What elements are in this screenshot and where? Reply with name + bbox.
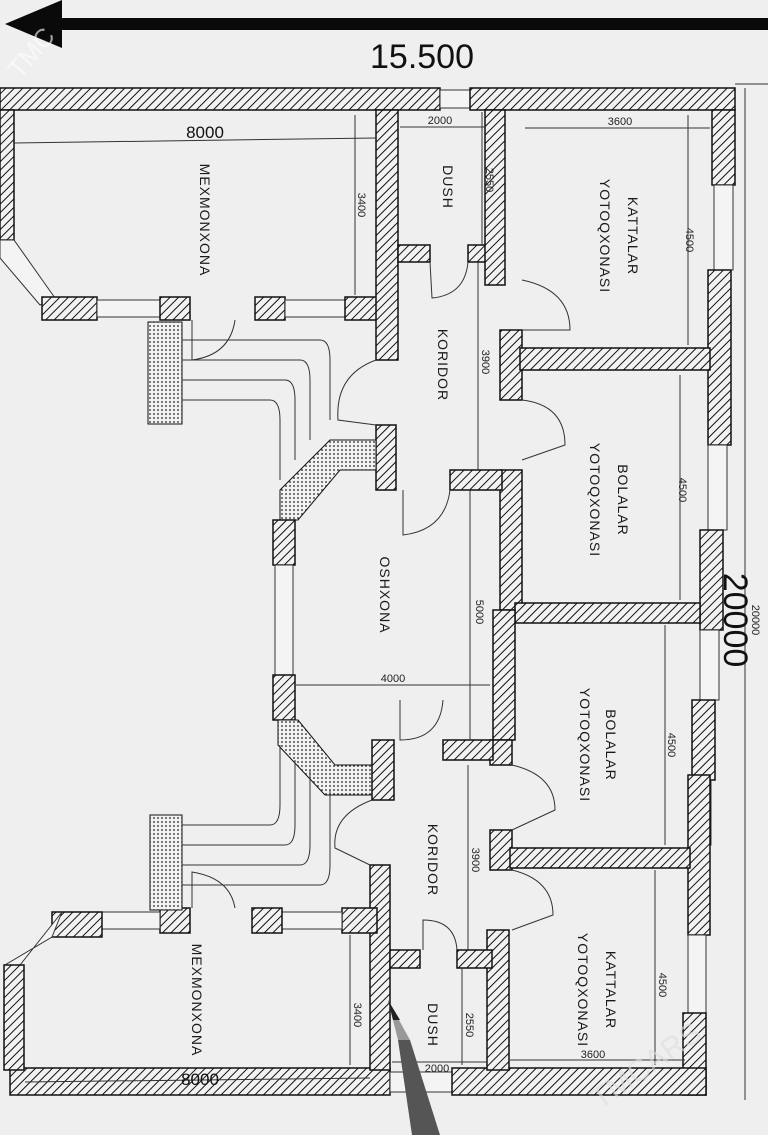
room-label-shower-bottom: DUSH [425,1003,441,1047]
room-label-kids-1: BOLALAR [615,464,631,536]
room-label-corridor-top: KORIDOR [435,329,451,401]
overall-width-label: 15.500 [370,38,474,76]
width-arrow [5,0,768,48]
room-label-corridor-bottom: KORIDOR [425,824,441,896]
room-label-adults-bottom-sub: YOTOQXONASI [575,933,591,1047]
dim-kitchen-width: 4000 [381,673,405,685]
dim-guest-bottom-width: 8000 [181,1070,219,1089]
room-labels: MEXMONXONA DUSH KATTALAR YOTOQXONASI KOR… [189,164,641,1057]
room-label-kids-2: BOLALAR [603,709,619,781]
room-label-adults-top-sub: YOTOQXONASI [597,179,613,293]
room-label-guest-bottom: MEXMONXONA [189,944,205,1057]
ventilation [147,321,331,911]
dimension-lines [13,88,746,1100]
room-label-adults-bottom: KATTALAR [603,951,619,1029]
room-label-shower-top: DUSH [440,165,456,209]
dim-adults-bottom-height: 4500 [656,973,668,997]
overall-length-label: 20000 [716,573,754,668]
dim-kids-1-height: 4500 [676,478,688,502]
room-label-guest-top: MEXMONXONA [197,164,213,277]
dim-shower-bottom-width: 2000 [425,1063,449,1075]
dim-kitchen-height: 5000 [473,600,485,624]
walls [0,87,736,1096]
room-label-kitchen: OSHXONA [377,556,393,633]
dim-guest-top-height: 3400 [355,193,367,217]
dim-shower-bottom-height: 2550 [463,1013,475,1037]
dim-adults-top-height: 4500 [683,228,695,252]
room-label-kids-2-sub: YOTOQXONASI [577,688,593,802]
dim-guest-top-width: 8000 [186,123,224,142]
dim-corridor-bottom-height: 3900 [469,848,481,872]
dim-shower-top-width: 2000 [428,115,452,127]
dim-adults-bottom-width: 3600 [581,1049,605,1061]
overall-length-small-label: 20000 [749,605,761,636]
dim-guest-bottom-height: 3400 [351,1003,363,1027]
dimension-labels: 8000 2000 3600 3400 2550 4500 3900 4500 … [181,115,761,1089]
room-label-kids-1-sub: YOTOQXONASI [587,443,603,557]
doors [191,261,571,951]
dim-adults-top-width: 3600 [608,116,632,128]
dim-shower-top-height: 2550 [483,168,495,192]
room-label-adults-top: KATTALAR [625,197,641,275]
dim-corridor-top-height: 3900 [479,350,491,374]
dim-kids-2-height: 4500 [665,733,677,757]
pencil [388,1000,440,1135]
